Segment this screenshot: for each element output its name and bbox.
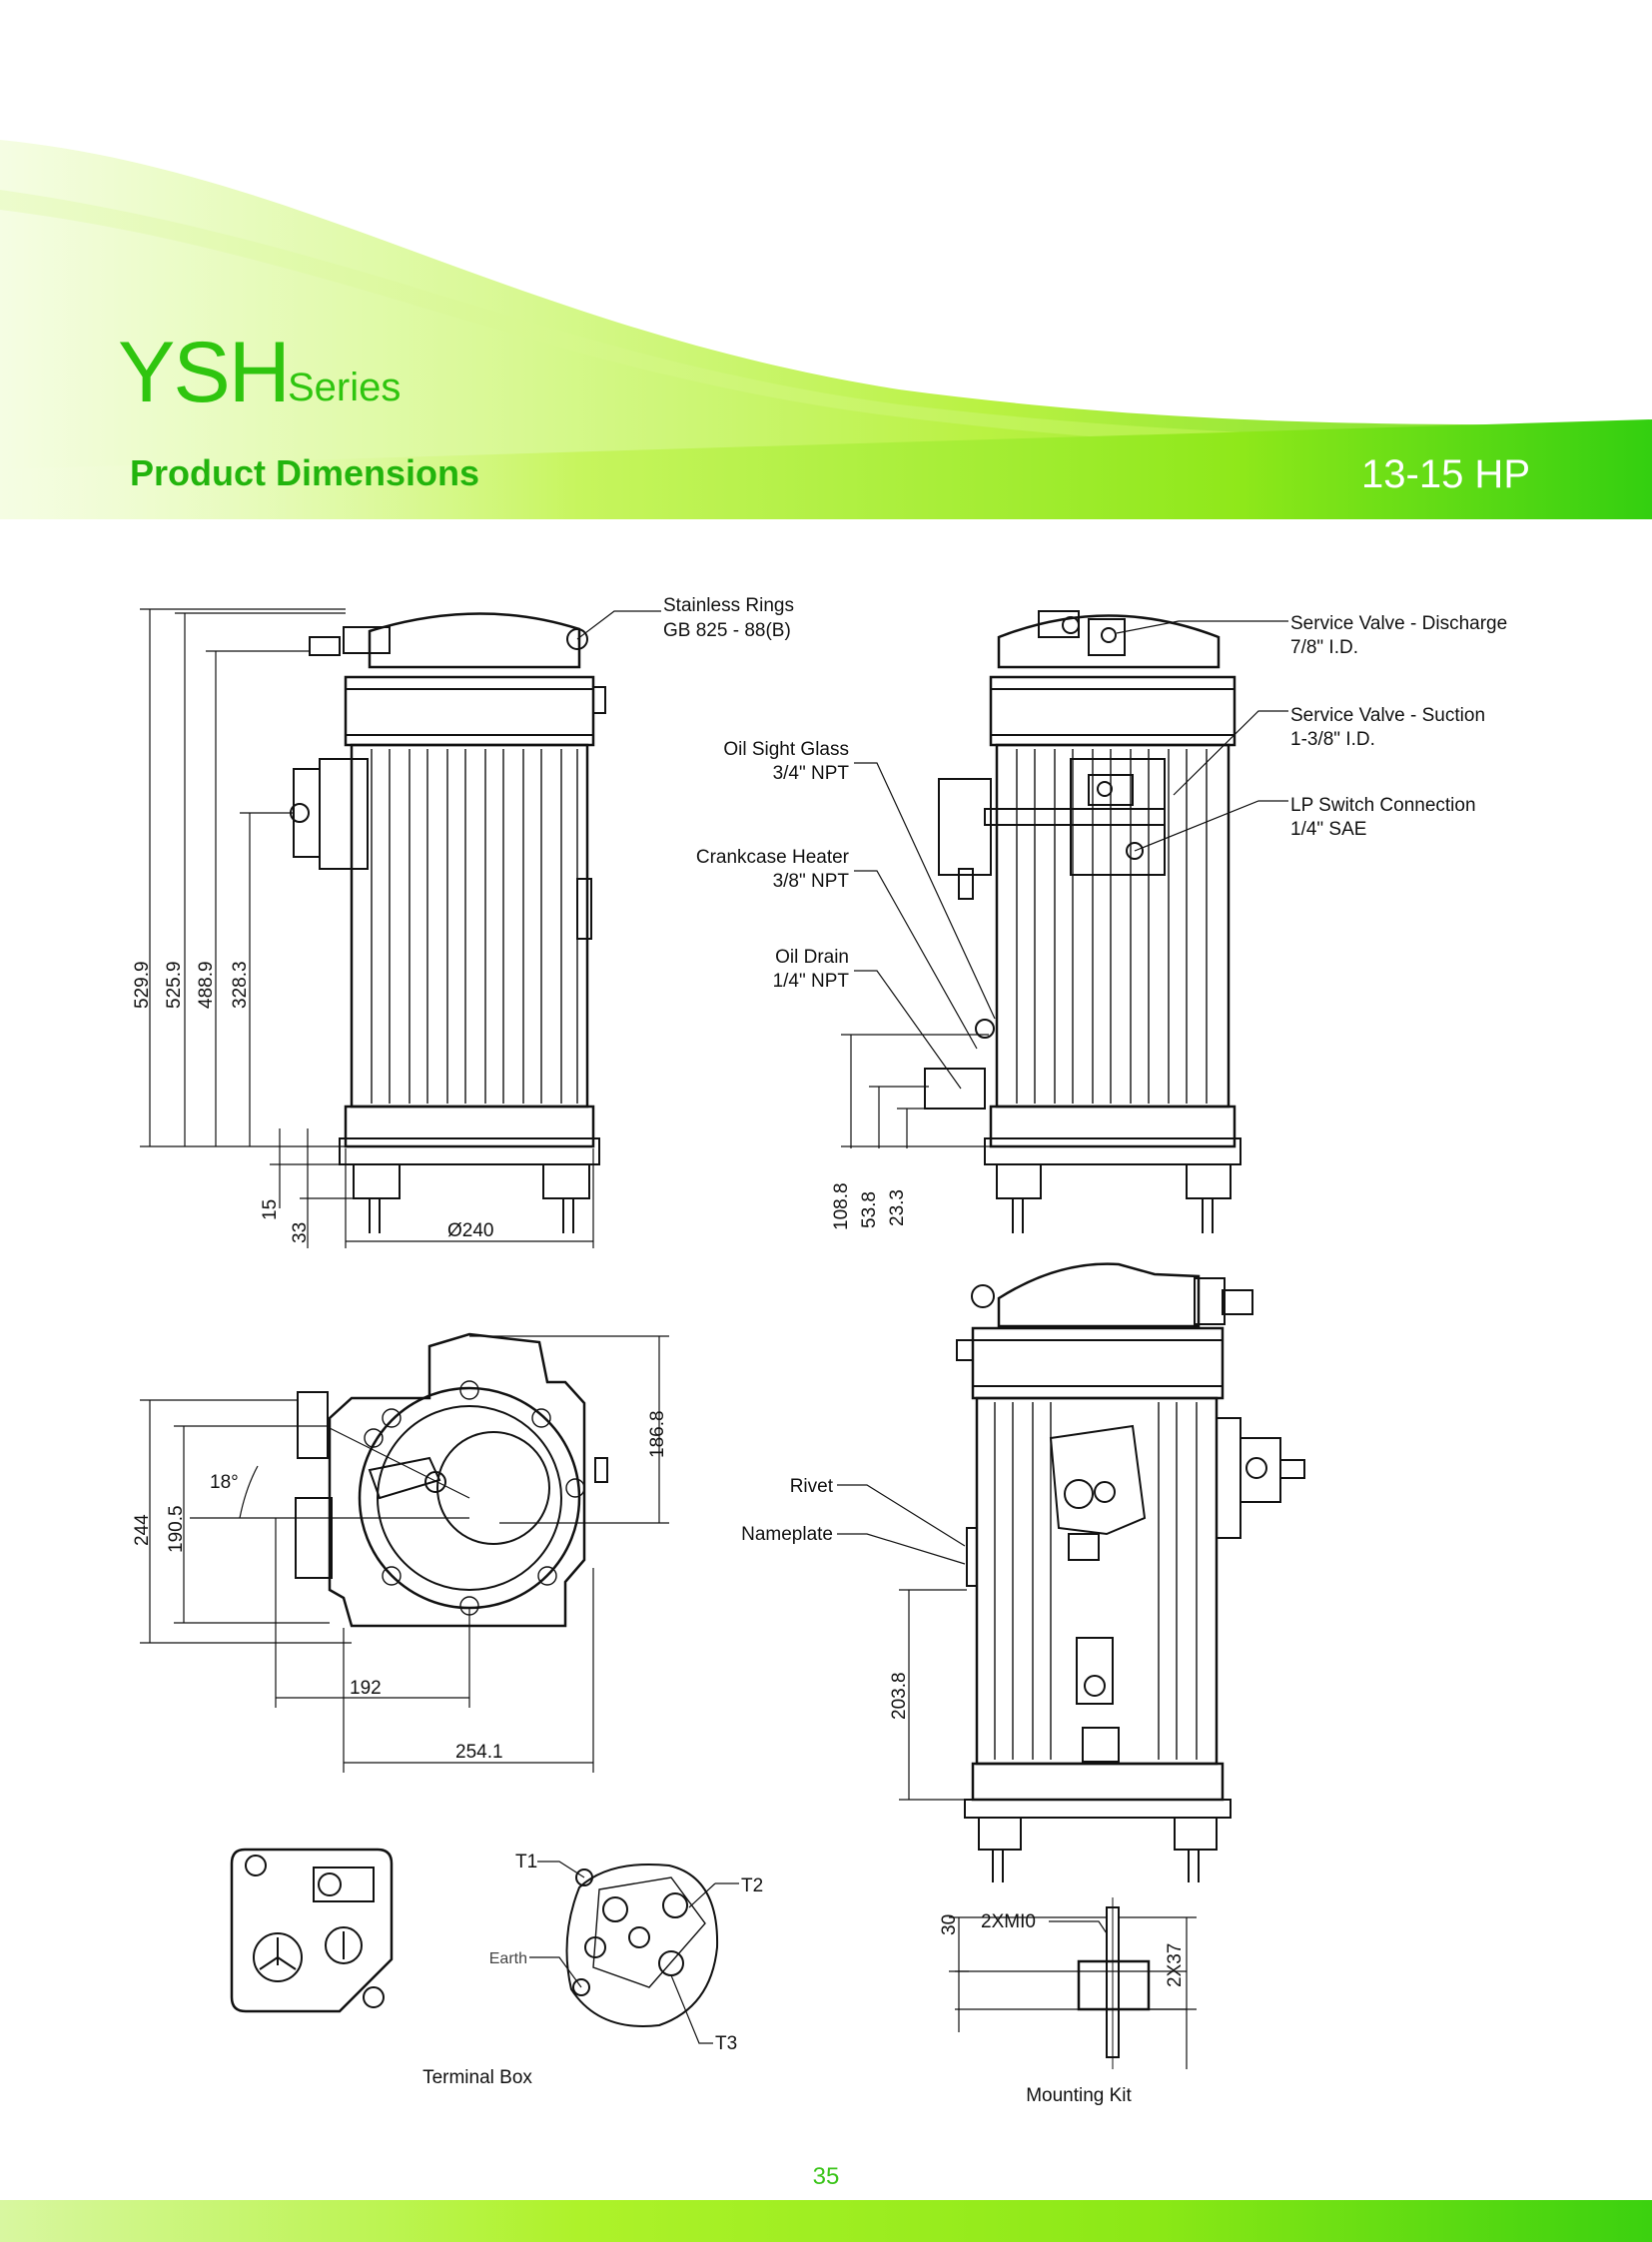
dim-525-9: 525.9 — [164, 961, 185, 1009]
label-lp-switch-spec: 1/4" SAE — [1290, 819, 1366, 840]
dimension-drawing: 529.9 525.9 488.9 328.3 15 33 Ø240 Stain… — [132, 595, 1507, 2106]
label-mounting-kit: Mounting Kit — [1026, 2085, 1132, 2106]
dim-192: 192 — [350, 1678, 382, 1699]
label-earth: Earth — [489, 1950, 527, 1967]
label-stainless-rings-spec: GB 825 - 88(B) — [663, 620, 791, 641]
dim-30: 30 — [939, 1914, 960, 1935]
rear-view: 203.8 Rivet Nameplate — [741, 1262, 1305, 1882]
dim-186-8: 186.8 — [647, 1410, 668, 1458]
label-oil-drain-spec: 1/4" NPT — [773, 971, 850, 992]
series-name: YSH — [118, 325, 291, 420]
footer-bar — [0, 2200, 1652, 2242]
label-sv-suction: Service Valve - Suction — [1290, 705, 1485, 726]
dim-328-3: 328.3 — [230, 961, 251, 1009]
dim-190-5: 190.5 — [166, 1505, 187, 1553]
label-sv-suction-spec: 1-3/8" I.D. — [1290, 729, 1375, 750]
label-t3: T3 — [715, 2033, 737, 2054]
dim-240: Ø240 — [447, 1220, 493, 1241]
dim-15: 15 — [260, 1199, 281, 1220]
terminal-box-cover — [230, 1848, 394, 2013]
hp-range: 13-15 HP — [1361, 452, 1530, 496]
dim-108-8: 108.8 — [831, 1182, 852, 1230]
label-oil-sight-glass: Oil Sight Glass — [723, 739, 849, 760]
label-sv-discharge-spec: 7/8" I.D. — [1290, 637, 1358, 658]
label-crankcase-heater-spec: 3/8" NPT — [773, 871, 850, 892]
side-view-left: 529.9 525.9 488.9 328.3 15 33 Ø240 Stain… — [132, 595, 794, 1248]
page-number: 35 — [812, 2163, 840, 2190]
label-terminal-box: Terminal Box — [422, 2067, 532, 2088]
section-title: Product Dimensions — [130, 452, 480, 493]
label-sv-discharge: Service Valve - Discharge — [1290, 613, 1507, 634]
header-swoosh-graphic — [0, 140, 1652, 519]
series-word: Series — [288, 366, 402, 409]
label-bolt: 2XMI0 — [981, 1911, 1036, 1932]
dim-53-8: 53.8 — [859, 1191, 880, 1228]
dim-203-8: 203.8 — [889, 1672, 910, 1720]
dim-254-1: 254.1 — [455, 1742, 503, 1763]
dim-244: 244 — [132, 1514, 153, 1546]
dim-33: 33 — [290, 1222, 311, 1243]
terminal-block: T1 T2 Earth T3 — [489, 1852, 763, 2054]
dim-2x37: 2X37 — [1165, 1943, 1186, 1987]
label-oil-drain: Oil Drain — [775, 947, 849, 968]
front-view-right: 108.8 53.8 23.3 Service Valve - Discharg… — [696, 610, 1507, 1233]
dim-18-deg: 18° — [210, 1472, 239, 1493]
dim-529-9: 529.9 — [132, 961, 153, 1009]
label-oil-sight-glass-spec: 3/4" NPT — [773, 763, 850, 784]
label-t2: T2 — [741, 1875, 763, 1896]
label-stainless-rings: Stainless Rings — [663, 595, 794, 616]
dim-488-9: 488.9 — [196, 961, 217, 1009]
label-crankcase-heater: Crankcase Heater — [696, 847, 850, 868]
label-nameplate: Nameplate — [741, 1524, 833, 1545]
label-t1: T1 — [515, 1852, 537, 1872]
mounting-kit: 30 2X37 2XMI0 — [939, 1897, 1197, 2069]
dim-23-3: 23.3 — [887, 1189, 908, 1226]
top-view: 244 190.5 186.8 18° 192 254.1 — [132, 1332, 669, 1773]
label-lp-switch: LP Switch Connection — [1290, 795, 1476, 816]
label-rivet: Rivet — [790, 1476, 834, 1497]
